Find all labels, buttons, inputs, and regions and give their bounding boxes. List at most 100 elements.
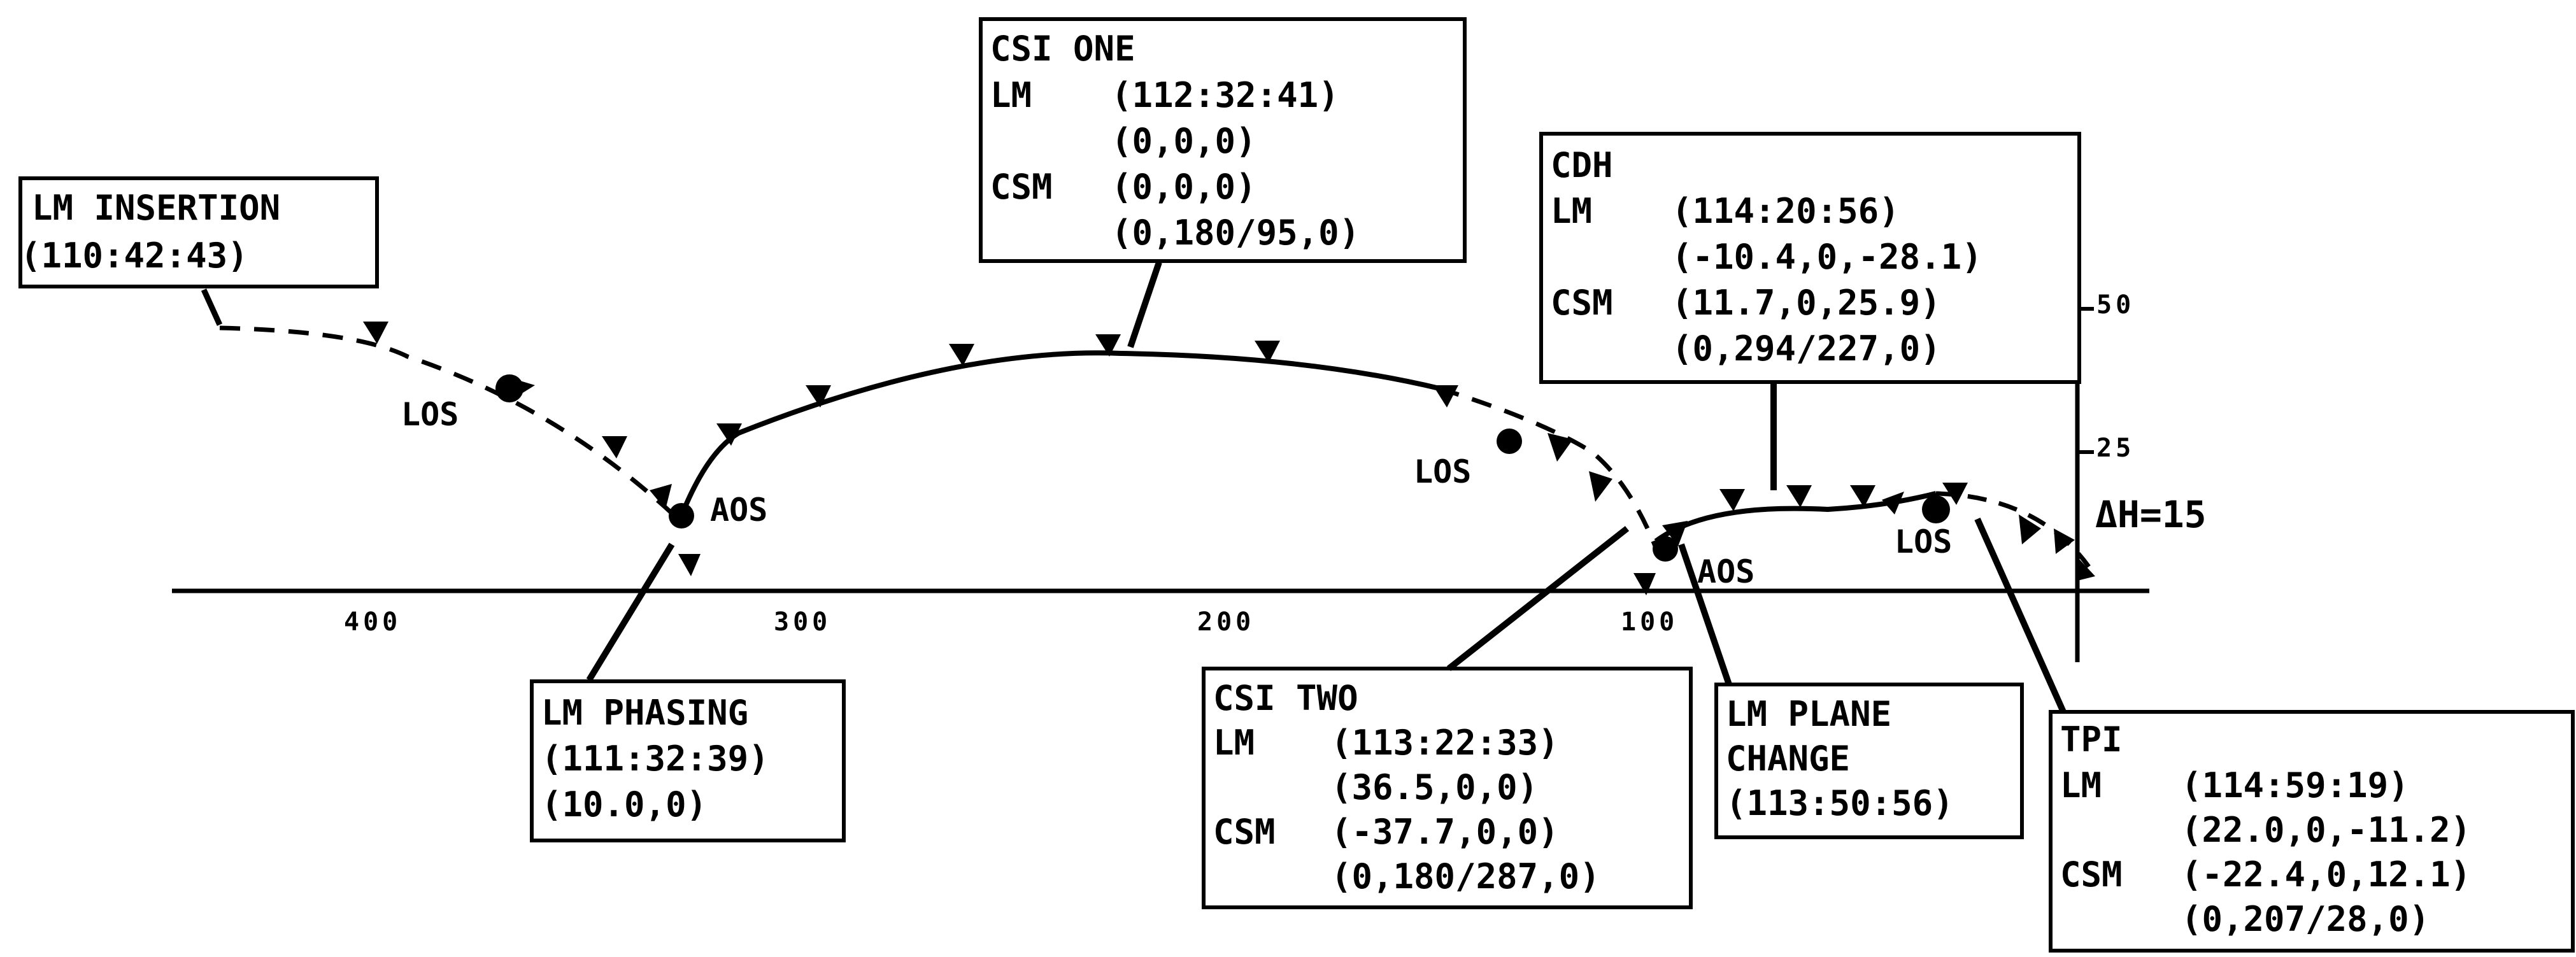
arrowhead xyxy=(1882,492,1904,514)
arrowhead xyxy=(1850,485,1875,507)
csi-one-callout: CSI ONE LM (112:32:41) (0,0,0) CSM (0,0,… xyxy=(979,17,1467,348)
csi-two-pointer xyxy=(1446,526,1630,671)
cdh-csm-label: CSM xyxy=(1551,283,1613,323)
arrowhead xyxy=(2019,514,2041,544)
scale-tick-25: 25 xyxy=(2096,434,2135,463)
cdh-lm-dv: (-10.4,0,-28.1) xyxy=(1672,237,1982,277)
los-label-1: LOS xyxy=(401,396,459,433)
arrowhead xyxy=(2077,557,2095,581)
tpi-csm-att: (0,207/28,0) xyxy=(2181,899,2430,939)
trajectory-dashed-2 xyxy=(1438,386,1658,549)
los-label-2: LOS xyxy=(1414,453,1471,490)
csi-two-title: CSI TWO xyxy=(1213,678,1358,718)
lm-phasing-pointer xyxy=(586,542,675,682)
aos-marker-dot xyxy=(669,503,694,528)
aos-flag-c xyxy=(1633,573,1656,595)
aos-label-1: AOS xyxy=(710,492,767,528)
lm-insertion-box xyxy=(18,176,379,288)
csi-one-csm-label: CSM xyxy=(990,167,1053,207)
arrowhead xyxy=(1719,489,1745,511)
los-marker-dot-3 xyxy=(1922,495,1950,523)
arrowhead xyxy=(806,385,831,408)
axis-tick-200: 200 xyxy=(1197,607,1255,637)
arrowhead xyxy=(2054,528,2075,554)
lm-insertion-title: LM INSERTION xyxy=(32,188,280,228)
csi-two-lm-label: LM xyxy=(1213,723,1255,763)
arrowhead xyxy=(716,423,742,446)
cdh-callout: CDH LM (114:20:56) (-10.4,0,-28.1) CSM (… xyxy=(1539,132,2081,490)
tpi-box xyxy=(2049,710,2575,953)
aos-label-2: AOS xyxy=(1697,553,1754,590)
csi-one-pointer xyxy=(1127,261,1162,348)
lm-phasing-title: LM PHASING xyxy=(541,693,748,733)
tpi-callout: TPI LM (114:59:19) (22.0,0,-11.2) CSM (-… xyxy=(1974,517,2575,953)
csi-one-title: CSI ONE xyxy=(990,29,1135,69)
lm-plane-change-pointer xyxy=(1678,543,1732,686)
csi-two-lm-time: (113:22:33) xyxy=(1331,723,1559,763)
lm-insertion-pointer xyxy=(201,288,223,326)
cdh-csm-dv: (11.7,0,25.9) xyxy=(1672,283,1941,323)
csi-two-lm-dv: (36.5,0,0) xyxy=(1331,767,1538,807)
csi-two-csm-label: CSM xyxy=(1213,812,1276,852)
delta-h-label: ΔH=15 xyxy=(2095,493,2207,536)
lm-plane-change-title-2: CHANGE xyxy=(1726,739,1850,779)
trajectory-arrowheads xyxy=(363,322,2095,581)
tpi-csm-dv: (-22.4,0,12.1) xyxy=(2181,854,2471,895)
aos-flag-b xyxy=(678,554,701,576)
lm-insertion-callout: LM INSERTION (110:42:43) xyxy=(18,176,379,326)
trajectory-solid-1 xyxy=(679,350,1440,517)
los-marker-dot-2 xyxy=(1497,429,1522,454)
tpi-lm-label: LM xyxy=(2060,765,2102,805)
lm-phasing-callout: LM PHASING (111:32:39) (10.0,0) xyxy=(530,542,846,842)
arrowhead xyxy=(949,344,974,366)
tpi-title: TPI xyxy=(2060,720,2123,760)
cdh-lm-label: LM xyxy=(1551,191,1592,231)
tpi-pointer xyxy=(1974,517,2067,714)
arrowhead xyxy=(1589,471,1612,502)
tpi-lm-dv: (22.0,0,-11.2) xyxy=(2181,810,2471,850)
lm-plane-change-title: LM PLANE xyxy=(1726,694,1891,734)
csi-two-callout: CSI TWO LM (113:22:33) (36.5,0,0) CSM (-… xyxy=(1202,526,1693,909)
csi-one-lm-dv: (0,0,0) xyxy=(1111,121,1256,161)
csi-one-csm-att: (0,180/95,0) xyxy=(1111,213,1360,253)
aos-marker-dot-2 xyxy=(1653,536,1678,562)
csi-one-lm-label: LM xyxy=(990,75,1032,115)
lm-phasing-time: (111:32:39) xyxy=(541,739,769,779)
cdh-csm-att: (0,294/227,0) xyxy=(1672,329,1941,369)
arrowhead xyxy=(1548,433,1573,462)
tpi-lm-time: (114:59:19) xyxy=(2181,765,2409,805)
arrowhead xyxy=(363,322,388,344)
lm-plane-change-callout: LM PLANE CHANGE (113:50:56) xyxy=(1678,543,2024,839)
aos-flag-d xyxy=(1662,521,1688,546)
cdh-lm-time: (114:20:56) xyxy=(1672,191,1900,231)
csi-one-box xyxy=(979,17,1467,263)
axis-tick-300: 300 xyxy=(774,607,831,637)
lm-plane-change-time: (113:50:56) xyxy=(1726,783,1954,823)
cdh-box xyxy=(1539,132,2081,384)
csi-one-csm-dv: (0,0,0) xyxy=(1111,167,1256,207)
los-marker-flag xyxy=(503,376,535,401)
trajectory-dashed-1 xyxy=(219,325,683,524)
aos-flag-a xyxy=(650,484,672,509)
trajectory-dashed-3 xyxy=(1935,491,2091,569)
arrowhead xyxy=(1255,341,1280,363)
axis-tick-400: 400 xyxy=(344,607,401,637)
lm-phasing-box xyxy=(530,679,846,842)
los-label-3: LOS xyxy=(1895,523,1952,560)
csi-two-csm-dv: (-37.7,0,0) xyxy=(1331,812,1559,852)
lm-insertion-time: (110:42:43) xyxy=(20,236,248,276)
event-markers xyxy=(495,374,1950,595)
csi-two-csm-att: (0,180/287,0) xyxy=(1331,856,1600,897)
arrowhead xyxy=(1095,334,1121,357)
tpi-csm-label: CSM xyxy=(2060,854,2123,895)
lm-plane-change-box xyxy=(1714,683,2024,839)
csi-one-lm-time: (112:32:41) xyxy=(1111,75,1339,115)
cdh-title: CDH xyxy=(1551,145,1613,185)
scale-tick-50: 50 xyxy=(2096,290,2135,320)
arrowhead xyxy=(1433,385,1458,408)
axis-tick-100: 100 xyxy=(1621,607,1678,637)
lm-phasing-dv: (10.0,0) xyxy=(541,784,707,825)
csi-two-box xyxy=(1202,667,1693,909)
arrowhead xyxy=(1786,485,1812,507)
